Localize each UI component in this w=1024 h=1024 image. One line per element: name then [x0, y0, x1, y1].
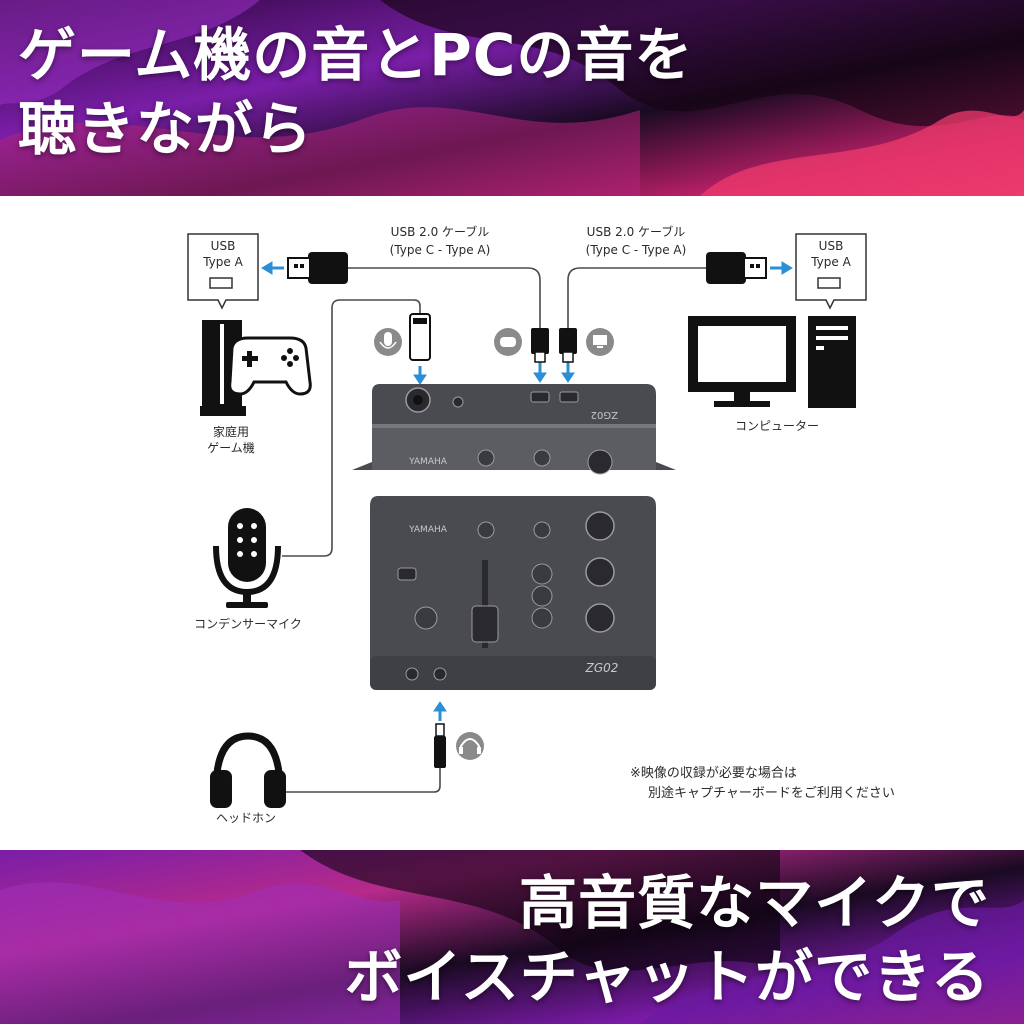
- usb-plug-left-icon: [287, 252, 348, 284]
- condenser-mic-label: コンデンサーマイク: [194, 617, 302, 631]
- usb-port-left-label-line2: Type A: [203, 255, 243, 269]
- headphone-badge-icon: [456, 732, 484, 760]
- usb-port-right-label-line2: Type A: [811, 255, 851, 269]
- headphone-plug-icon: [434, 723, 446, 768]
- headphones-label: ヘッドホン: [215, 811, 276, 825]
- usb-cable-left-line: [348, 267, 541, 328]
- top-banner: ゲーム機の音とPCの音を 聴きながら: [0, 0, 1024, 196]
- usb-c-plug-right-icon: [559, 328, 577, 363]
- computer-label: コンピューター: [734, 419, 819, 433]
- note-line2: 別途キャプチャーボードをご利用ください: [648, 786, 895, 801]
- game-console-label-line2: ゲーム機: [207, 441, 255, 455]
- device-brand-top: YAMAHA: [409, 525, 447, 535]
- usb-cable-left-label-line2: (Type C - Type A): [389, 243, 491, 257]
- game-console-icon: [200, 320, 312, 416]
- usb-cable-left-label-line1: USB 2.0 ケーブル: [390, 225, 490, 239]
- headline-bottom-line1: 高音質なマイクで: [519, 869, 990, 937]
- usb-port-left-label-line1: USB: [210, 239, 236, 253]
- headphones-icon: [210, 732, 286, 808]
- xlr-plug-icon: [409, 313, 431, 361]
- usb-cable-right-label-line1: USB 2.0 ケーブル: [586, 225, 686, 239]
- bottom-banner-background: [0, 850, 1024, 1024]
- game-badge-icon: [494, 328, 522, 356]
- usb-cable-right-line: [567, 267, 706, 328]
- pc-badge-icon: [586, 328, 614, 356]
- headline-top-line2: 聴きながら: [18, 95, 314, 163]
- zg02-top-view: [370, 496, 656, 690]
- headline-top-line1: ゲーム機の音とPCの音を: [18, 21, 694, 89]
- computer-icon: [688, 316, 856, 408]
- zg02-rear-view: ZG02: [352, 384, 676, 475]
- bottom-banner: 高音質なマイクで ボイスチャットができる: [0, 850, 1024, 1024]
- headline-bottom-line2: ボイスチャットができる: [344, 943, 990, 1011]
- usb-c-plug-left-icon: [531, 328, 549, 363]
- usb-cable-right-label-line2: (Type C - Type A): [585, 243, 687, 257]
- note-line1: ※映像の収録が必要な場合は: [630, 766, 797, 781]
- device-model: ZG02: [585, 661, 619, 675]
- connection-diagram: ZG02 USB 2.0: [0, 196, 1024, 850]
- usb-port-right-label-line1: USB: [818, 239, 844, 253]
- usb-plug-right-icon: [706, 252, 767, 284]
- mic-badge-icon: [374, 328, 402, 356]
- svg-text:ZG02: ZG02: [591, 409, 618, 420]
- mic-cable-line: [282, 299, 421, 557]
- top-banner-background: [0, 0, 1024, 196]
- usb-port-callout-right: [795, 233, 867, 310]
- headphone-cable-line: [282, 768, 441, 793]
- device-brand-rear: YAMAHA: [409, 457, 447, 467]
- usb-port-callout-left: [187, 233, 259, 310]
- diagram-drawing: ZG02: [187, 233, 867, 808]
- condenser-mic-icon: [213, 508, 281, 608]
- game-console-label-line1: 家庭用: [212, 425, 249, 439]
